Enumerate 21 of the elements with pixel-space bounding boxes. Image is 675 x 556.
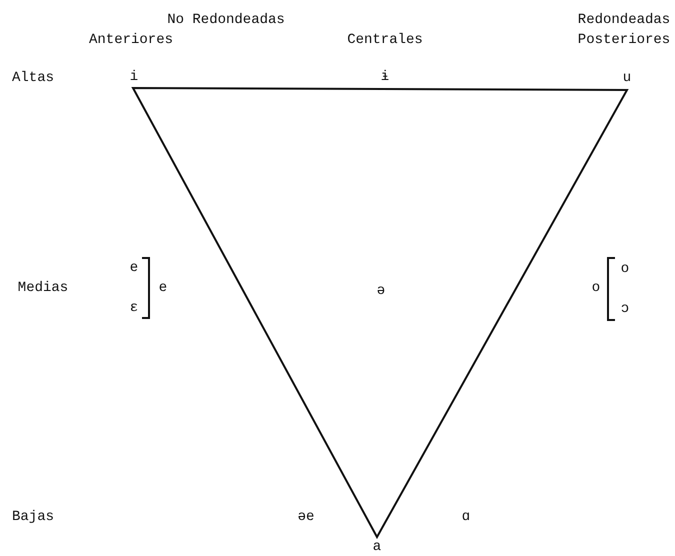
- column-heading: Anteriores: [89, 32, 173, 48]
- vowel-symbol: o: [620, 261, 630, 277]
- row-heading: Bajas: [12, 509, 54, 525]
- vowel-symbol: e: [130, 260, 138, 276]
- vowel-symbol: i: [130, 69, 138, 85]
- vowel-symbol: ɛ: [130, 300, 138, 316]
- vowel-symbol: o: [592, 280, 600, 296]
- vowel-symbol: əe: [298, 509, 314, 525]
- column-heading: No Redondeadas: [167, 12, 285, 28]
- row-heading: Altas: [12, 70, 54, 86]
- vowel-symbol: ɨ: [380, 69, 390, 85]
- vowel-symbol: e: [158, 280, 168, 296]
- vowel-symbol: ɑ: [462, 509, 470, 525]
- column-heading: Centrales: [347, 32, 423, 48]
- row-heading: Medias: [18, 280, 68, 296]
- vowel-symbol: ə: [376, 283, 386, 299]
- vowel-symbol: u: [622, 70, 632, 86]
- vowel-symbol: ɔ: [620, 301, 630, 317]
- vowel-symbol: a: [372, 539, 382, 555]
- column-heading: Redondeadas: [578, 12, 670, 28]
- column-heading: Posteriores: [578, 32, 670, 48]
